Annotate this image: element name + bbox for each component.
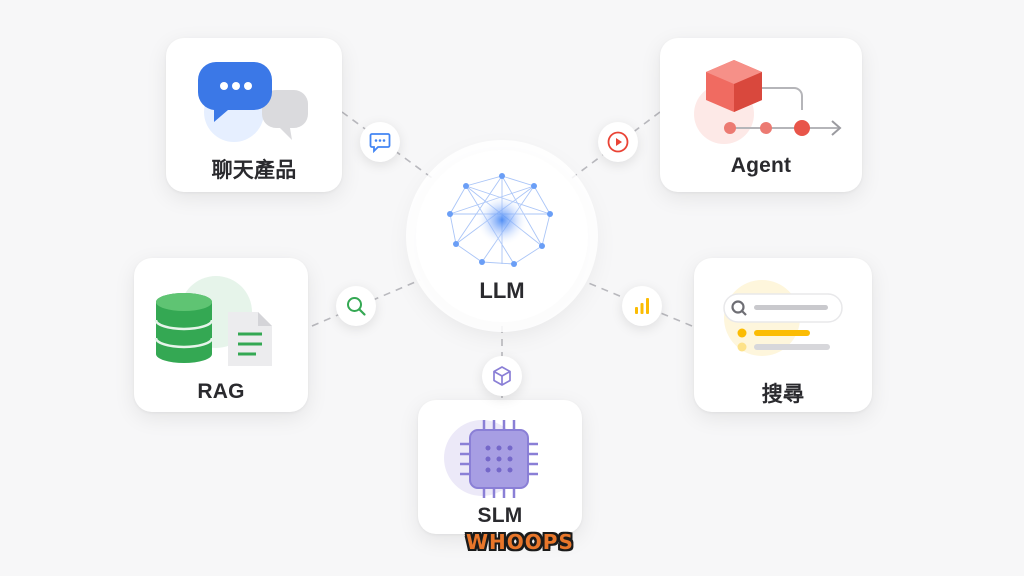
play-icon xyxy=(607,131,629,153)
bar-chart-icon xyxy=(635,298,649,314)
node-card-chat[interactable]: 聊天產品 xyxy=(166,38,342,192)
cube-workflow-icon xyxy=(694,60,842,144)
search-icon xyxy=(347,297,366,316)
badge-agent[interactable] xyxy=(598,122,638,162)
node-card-rag[interactable]: RAG xyxy=(134,258,308,412)
message-icon xyxy=(369,133,391,153)
llm-label: LLM xyxy=(479,278,525,303)
neural-network-icon xyxy=(447,173,553,267)
node-label-slm: SLM xyxy=(477,504,523,527)
node-card-agent[interactable]: Agent xyxy=(660,38,862,192)
node-label-agent: Agent xyxy=(730,154,792,177)
search-results-icon xyxy=(723,280,843,356)
badge-rag[interactable] xyxy=(336,286,376,326)
chip-icon xyxy=(444,420,538,498)
node-label-rag: RAG xyxy=(197,380,245,403)
node-label-search: 搜尋 xyxy=(761,383,805,406)
node-card-slm[interactable]: SLM xyxy=(418,400,582,534)
whoops-sticker: WHOOPS xyxy=(466,530,574,554)
database-document-icon xyxy=(154,276,272,366)
box-icon xyxy=(493,366,511,386)
llm-hub[interactable]: LLM xyxy=(416,150,588,322)
badge-search[interactable] xyxy=(622,286,662,326)
node-card-search[interactable]: 搜尋 xyxy=(694,258,872,412)
badge-slm[interactable] xyxy=(482,356,522,396)
badge-chat[interactable] xyxy=(360,122,400,162)
node-label-chat: 聊天產品 xyxy=(211,159,297,182)
chat-bubble-icon xyxy=(197,62,308,142)
